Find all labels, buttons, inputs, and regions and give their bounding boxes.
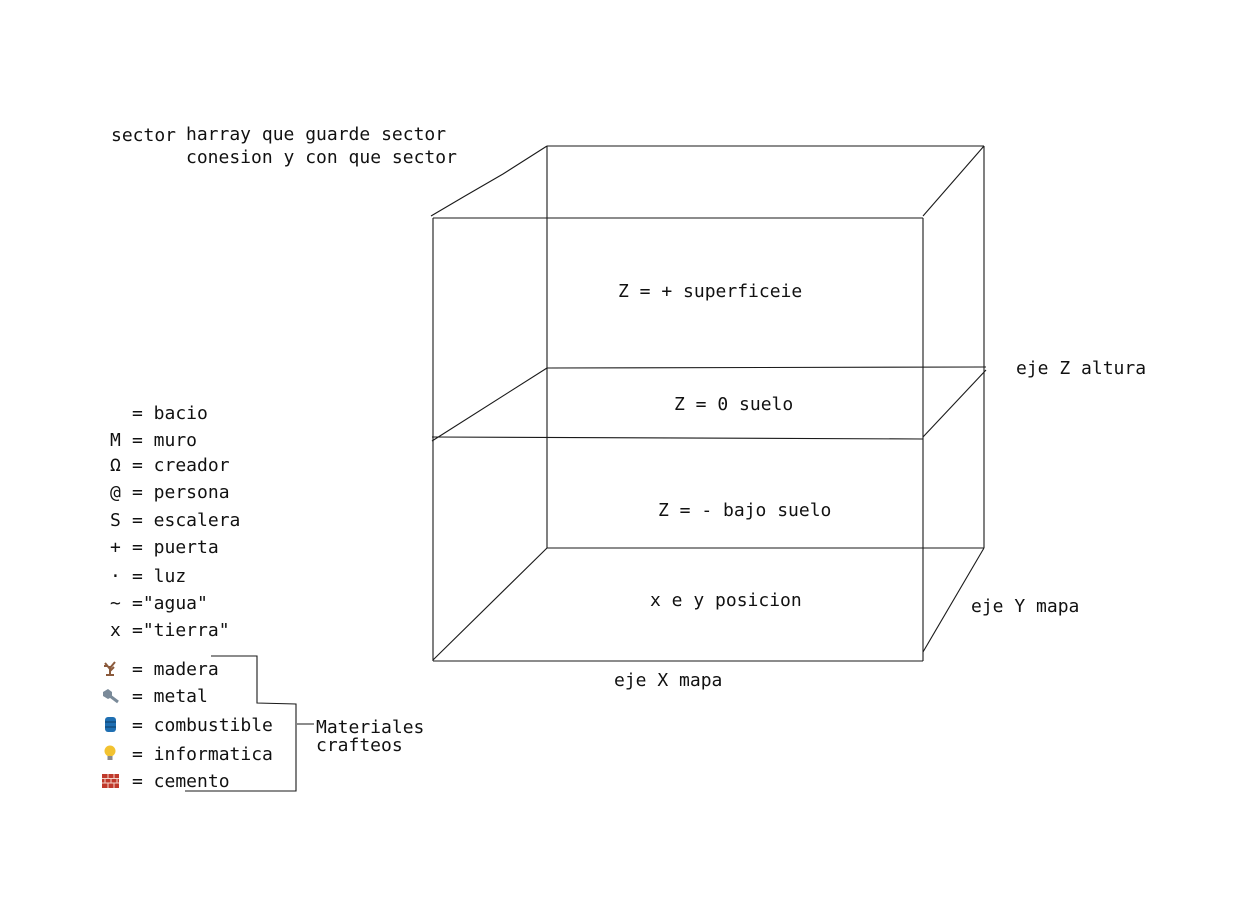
legend-text: ="tierra" xyxy=(132,620,230,641)
ground-front-edge xyxy=(431,436,924,440)
sector-note-line1: harray que guarde sector xyxy=(186,124,446,145)
legend-text: ="agua" xyxy=(132,593,208,614)
xy-position-label: x e y posicion xyxy=(650,590,802,611)
light-bulb-icon xyxy=(104,745,116,760)
material-text: = informatica xyxy=(132,744,273,765)
legend-text: = persona xyxy=(132,482,230,503)
tree-icon xyxy=(104,661,116,676)
legend-text: = escalera xyxy=(132,510,240,531)
bottom-right-diagonal xyxy=(922,547,985,653)
ground-right-diagonal xyxy=(922,369,987,438)
material-text: = madera xyxy=(132,659,219,680)
brick-icon xyxy=(102,774,119,788)
legend-symbol: M xyxy=(110,430,121,451)
top-right-diagonal xyxy=(922,145,985,217)
legend-symbol: @ xyxy=(110,482,121,503)
z-zero-label: Z = 0 suelo xyxy=(674,394,793,415)
legend-text: = bacio xyxy=(132,403,208,424)
axis-x-label: eje X mapa xyxy=(614,670,722,691)
axis-y-label: eje Y mapa xyxy=(971,596,1079,617)
legend-symbol: S xyxy=(110,510,121,531)
material-text: = combustible xyxy=(132,715,273,736)
legend-symbol: Ω xyxy=(110,455,121,476)
legend-symbol: · xyxy=(110,566,121,587)
legend-symbol: ~ xyxy=(110,593,121,614)
axis-z-label: eje Z altura xyxy=(1016,358,1146,379)
legend-text: = muro xyxy=(132,430,197,451)
z-plus-label: Z = + superficeie xyxy=(618,281,802,302)
materials-label: Materiales crafteos xyxy=(316,717,424,756)
bottom-left-diagonal xyxy=(432,547,548,661)
legend-text: = creador xyxy=(132,455,230,476)
material-text: = cemento xyxy=(132,771,230,792)
top-left-diagonal xyxy=(430,145,548,217)
legend-symbol: + xyxy=(110,537,121,558)
materials-bracket xyxy=(185,655,297,792)
oil-drum-icon xyxy=(105,717,116,732)
materials-legend: = madera = metal = combustible = informatic… xyxy=(102,659,273,792)
nut-bolt-icon xyxy=(103,689,119,704)
ground-left-diagonal xyxy=(431,367,548,442)
z-minus-label: Z = - bajo suelo xyxy=(658,500,831,521)
sector-note: sector harray que guarde sector conesion… xyxy=(111,124,457,168)
legend-symbol: x xyxy=(110,620,121,641)
sector-note-line2: conesion y con que sector xyxy=(186,147,457,168)
legend-text: = luz xyxy=(132,566,186,587)
box-wireframe xyxy=(430,145,987,662)
materials-label-line2: crafteos xyxy=(316,735,403,756)
legend-text: = puerta xyxy=(132,537,219,558)
ground-back-edge xyxy=(546,366,987,369)
materials-label-line1: Materiales xyxy=(316,717,424,738)
sector-word: sector xyxy=(111,125,176,146)
material-text: = metal xyxy=(132,686,208,707)
